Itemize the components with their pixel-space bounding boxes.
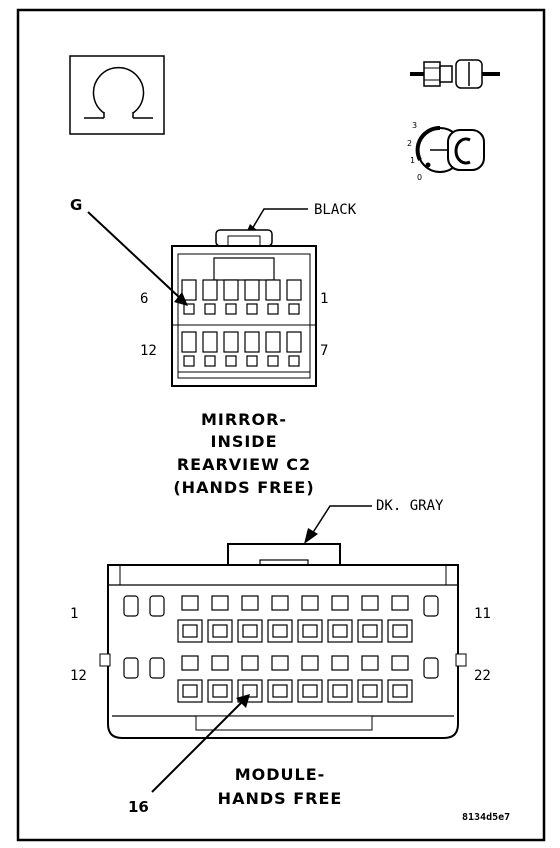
pin-number-12-module: 12 — [70, 668, 87, 684]
pin-number-1-module: 1 — [70, 606, 78, 622]
color-label-dk-gray: DK. GRAY — [376, 498, 444, 514]
connector-module-hands-free: DK. GRAY — [70, 498, 491, 816]
ignition-pos-0: 0 — [417, 173, 422, 182]
outer-border — [16, 8, 546, 842]
pin-number-12: 12 — [140, 343, 157, 359]
connector-icon — [410, 59, 500, 89]
ignition-pos-1: 1 — [410, 156, 415, 165]
ignition-pos-3: 3 — [412, 121, 417, 130]
connector-mirror-c2: BLACK 6 1 12 7 — [70, 196, 357, 497]
mirror-title-line-3: REARVIEW C2 — [177, 455, 311, 474]
pin-number-22: 22 — [474, 668, 491, 684]
color-label-black: BLACK — [314, 202, 357, 218]
module-title-line-1: MODULE- — [235, 765, 326, 784]
pin-number-7: 7 — [320, 343, 328, 359]
ignition-pos-2: 2 — [407, 139, 412, 148]
mirror-title-line-2: INSIDE — [210, 432, 277, 451]
figure-code: 8134d5e7 — [462, 812, 510, 823]
mirror-title-line-1: MIRROR- — [201, 410, 287, 429]
mirror-title-line-4: (HANDS FREE) — [173, 478, 314, 497]
ignition-key-icon: 3 2 1 0 — [407, 121, 485, 182]
loop-symbol — [69, 55, 165, 135]
pin-number-6: 6 — [140, 291, 148, 307]
pin-number-11: 11 — [474, 606, 491, 622]
callout-g: G — [70, 196, 82, 214]
pin-number-1: 1 — [320, 291, 328, 307]
module-title-line-2: HANDS FREE — [218, 789, 343, 808]
callout-16: 16 — [128, 798, 149, 816]
